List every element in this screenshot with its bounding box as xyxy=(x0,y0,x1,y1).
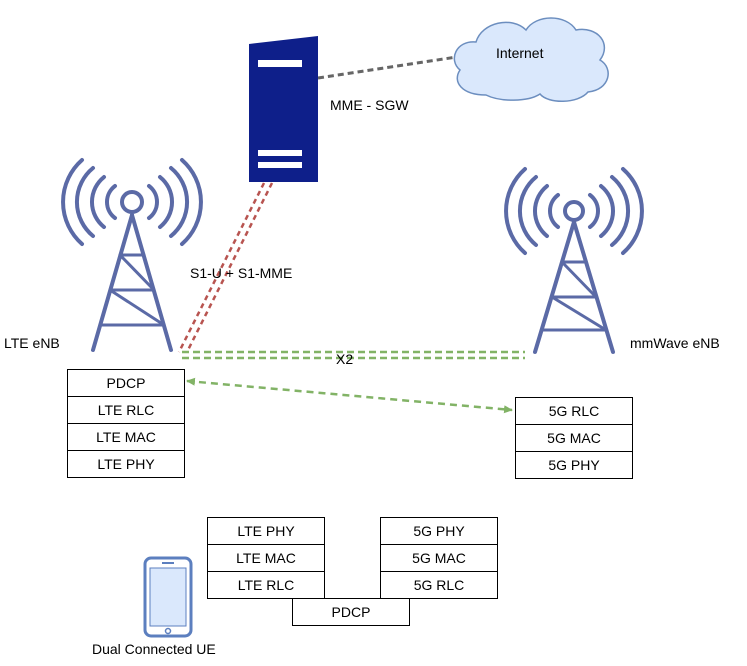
ue-lte-rlc: LTE RLC xyxy=(207,571,325,599)
s1-link xyxy=(177,182,274,353)
mme-sgw-label: MME - SGW xyxy=(330,97,409,113)
lte-enb-phy: LTE PHY xyxy=(67,450,185,478)
smartphone-icon xyxy=(143,556,193,638)
mmwave-enb-label: mmWave eNB xyxy=(630,335,720,351)
cloud-icon xyxy=(453,17,609,102)
cell-tower-icon xyxy=(504,167,644,354)
ue-lte-phy: LTE PHY xyxy=(207,517,325,545)
mmwave-enb-phy: 5G PHY xyxy=(515,451,633,479)
ue-pdcp-stack: PDCP xyxy=(292,598,410,626)
ue-lte-mac: LTE MAC xyxy=(207,544,325,572)
ue-pdcp: PDCP xyxy=(292,598,410,626)
ue-5g-phy: 5G PHY xyxy=(380,517,498,545)
internet-link xyxy=(317,53,471,80)
mmwave-enb-protocol-stack: 5G RLC 5G MAC 5G PHY xyxy=(515,397,633,479)
lte-enb-label: LTE eNB xyxy=(4,335,60,351)
cell-tower-icon xyxy=(61,158,203,352)
s1-link-label: S1-U + S1-MME xyxy=(190,265,293,281)
ue-5g-protocol-stack: 5G PHY 5G MAC 5G RLC xyxy=(380,517,498,599)
mmwave-enb-rlc: 5G RLC xyxy=(515,397,633,425)
internet-label: Internet xyxy=(496,45,544,61)
lte-enb-rlc: LTE RLC xyxy=(67,396,185,424)
ue-lte-protocol-stack: LTE PHY LTE MAC LTE RLC xyxy=(207,517,325,599)
pdcp-to-5g-rlc-arrow xyxy=(186,377,513,414)
ue-5g-rlc: 5G RLC xyxy=(380,571,498,599)
ue-5g-mac: 5G MAC xyxy=(380,544,498,572)
x2-link-label: X2 xyxy=(336,351,354,367)
lte-enb-protocol-stack: PDCP LTE RLC LTE MAC LTE PHY xyxy=(67,369,185,478)
lte-enb-pdcp: PDCP xyxy=(67,369,185,397)
mmwave-enb-mac: 5G MAC xyxy=(515,424,633,452)
lte-enb-mac: LTE MAC xyxy=(67,423,185,451)
server-icon[interactable] xyxy=(249,36,318,182)
x2-link xyxy=(182,350,525,360)
ue-label: Dual Connected UE xyxy=(92,641,216,657)
